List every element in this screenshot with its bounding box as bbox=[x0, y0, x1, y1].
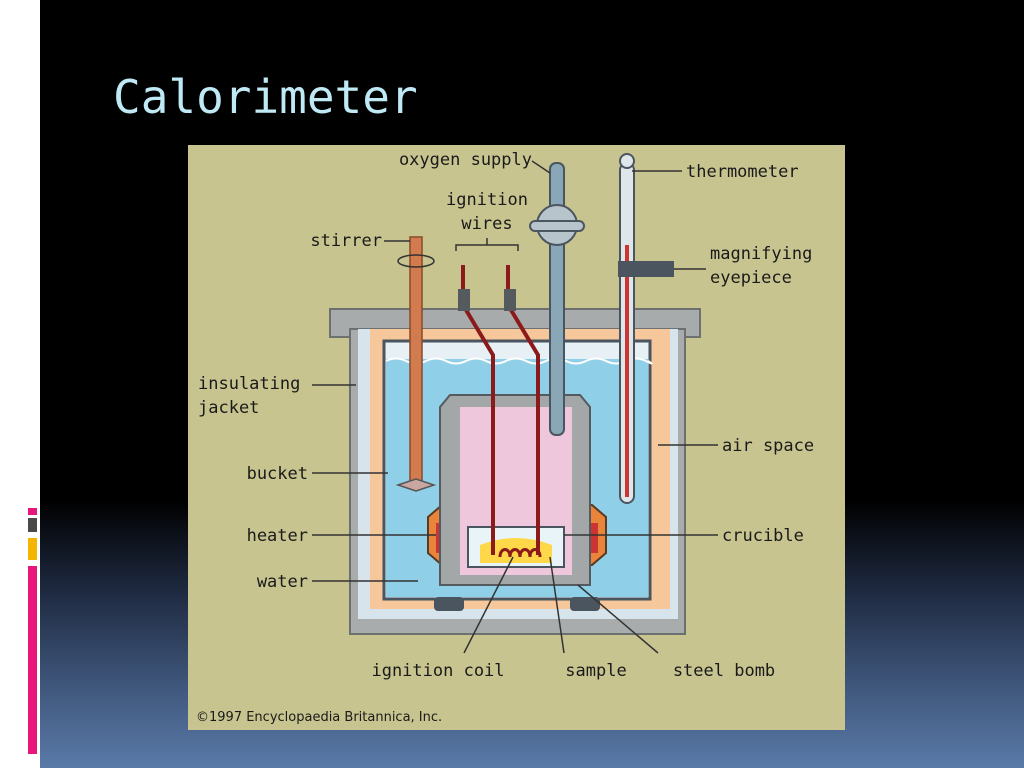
label-air-space: air space bbox=[722, 436, 814, 456]
calorimeter-diagram: oxygen supply thermometer ignition wires… bbox=[188, 145, 845, 730]
decor-accent-yellow bbox=[28, 538, 37, 560]
oxygen-valve-bar bbox=[529, 220, 585, 232]
label-bucket: bucket bbox=[247, 464, 308, 484]
label-magnifying-eyepiece-line1: magnifying bbox=[710, 244, 812, 264]
label-ignition-coil: ignition coil bbox=[371, 661, 504, 681]
decor-accent-gray bbox=[28, 518, 37, 532]
label-heater: heater bbox=[247, 526, 308, 546]
label-stirrer: stirrer bbox=[310, 231, 382, 251]
thermometer-ring bbox=[619, 153, 635, 169]
ignition-coil bbox=[498, 548, 542, 558]
stirrer-blade bbox=[395, 478, 437, 492]
label-crucible: crucible bbox=[722, 526, 804, 546]
stirrer-rotation-arrow bbox=[397, 254, 435, 268]
decor-accent-magenta bbox=[28, 508, 37, 515]
label-sample: sample bbox=[565, 661, 626, 681]
label-magnifying-eyepiece-line2: eyepiece bbox=[710, 268, 792, 288]
wire-terminal bbox=[458, 289, 470, 311]
oxygen-supply-tube bbox=[549, 162, 565, 436]
ignition-wire bbox=[506, 265, 540, 555]
label-steel-bomb: steel bomb bbox=[673, 661, 775, 681]
label-insulating-jacket-line2: jacket bbox=[198, 398, 259, 418]
label-water: water bbox=[257, 572, 308, 592]
bomb-foot bbox=[570, 597, 600, 611]
magnifying-eyepiece bbox=[618, 261, 674, 277]
stirrer-shaft bbox=[409, 236, 423, 488]
thermometer-mercury bbox=[625, 245, 629, 497]
label-ignition-wires-line2: wires bbox=[461, 214, 512, 234]
decor-accent-magenta-bar bbox=[28, 566, 37, 754]
decor-stripe bbox=[31, 20, 34, 120]
heater-coil bbox=[588, 523, 598, 553]
label-insulating-jacket-line1: insulating bbox=[198, 374, 300, 394]
ignition-wire bbox=[461, 265, 495, 555]
label-oxygen-supply: oxygen supply bbox=[399, 150, 532, 170]
label-thermometer: thermometer bbox=[686, 162, 799, 182]
wire-terminal bbox=[504, 289, 516, 311]
slide-title: Calorimeter bbox=[113, 70, 418, 124]
label-ignition-wires-line1: ignition bbox=[446, 190, 528, 210]
copyright-notice: ©1997 Encyclopaedia Britannica, Inc. bbox=[196, 710, 442, 725]
bomb-foot bbox=[434, 597, 464, 611]
leader-lines bbox=[312, 160, 718, 654]
